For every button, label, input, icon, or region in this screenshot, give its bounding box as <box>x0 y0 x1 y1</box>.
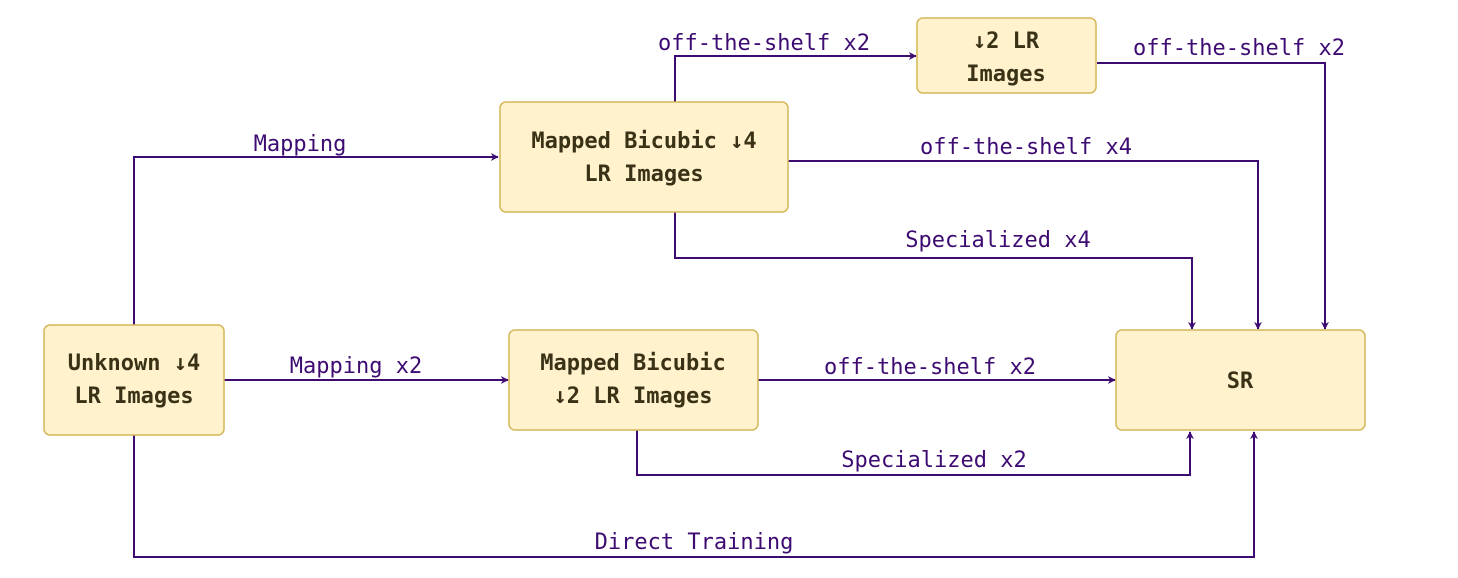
edge-label-ots-x2-down2-to-sr: off-the-shelf x2 <box>1133 36 1345 61</box>
edge-specialized-x4 <box>674 212 1196 330</box>
node-unknown-lr-images: Unknown ↓4 LR Images <box>43 324 225 436</box>
edge-label-mapping: Mapping <box>254 132 347 157</box>
edge-ots-x2-down2-to-sr <box>1097 62 1329 330</box>
edge-label-ots-x2-mapped2-to-sr: off-the-shelf x2 <box>824 355 1036 380</box>
node-down2-lr-line1: ↓2 LR <box>973 29 1040 54</box>
edge-direct-training <box>133 431 1258 558</box>
edges <box>133 52 1329 558</box>
edge-ots-x4 <box>788 160 1262 330</box>
node-mapped-bicubic-x4-line1: Mapped Bicubic ↓4 <box>531 129 756 154</box>
node-mapped-bicubic-x2-line1: Mapped Bicubic <box>540 351 725 376</box>
node-mapped-bicubic-x2: Mapped Bicubic ↓2 LR Images <box>508 329 759 431</box>
edge-label-ots-x4: off-the-shelf x4 <box>920 135 1132 160</box>
edge-ots-x2-to-down2 <box>674 52 917 102</box>
edge-label-direct-training: Direct Training <box>595 530 794 555</box>
edge-label-mapping-x2: Mapping x2 <box>290 354 422 379</box>
edge-label-ots-x2-to-down2: off-the-shelf x2 <box>658 31 870 56</box>
edge-label-specialized-x4: Specialized x4 <box>905 228 1090 253</box>
node-mapped-bicubic-x2-line2: ↓2 LR Images <box>554 384 713 409</box>
node-mapped-bicubic-x4: Mapped Bicubic ↓4 LR Images <box>499 101 789 213</box>
node-unknown-lr-line1: Unknown ↓4 <box>68 351 200 376</box>
edge-labels: Mapping Mapping x2 Direct Training off-t… <box>254 31 1345 555</box>
node-down2-lr-line2: Images <box>966 62 1045 87</box>
node-sr: SR <box>1115 329 1366 431</box>
edge-label-specialized-x2: Specialized x2 <box>841 448 1026 473</box>
node-sr-label: SR <box>1227 369 1254 394</box>
edge-specialized-x2 <box>636 430 1194 476</box>
edge-mapping <box>133 153 499 325</box>
node-unknown-lr-line2: LR Images <box>74 384 193 409</box>
node-mapped-bicubic-x4-line2: LR Images <box>584 162 703 187</box>
node-down2-lr-images: ↓2 LR Images <box>916 17 1097 94</box>
